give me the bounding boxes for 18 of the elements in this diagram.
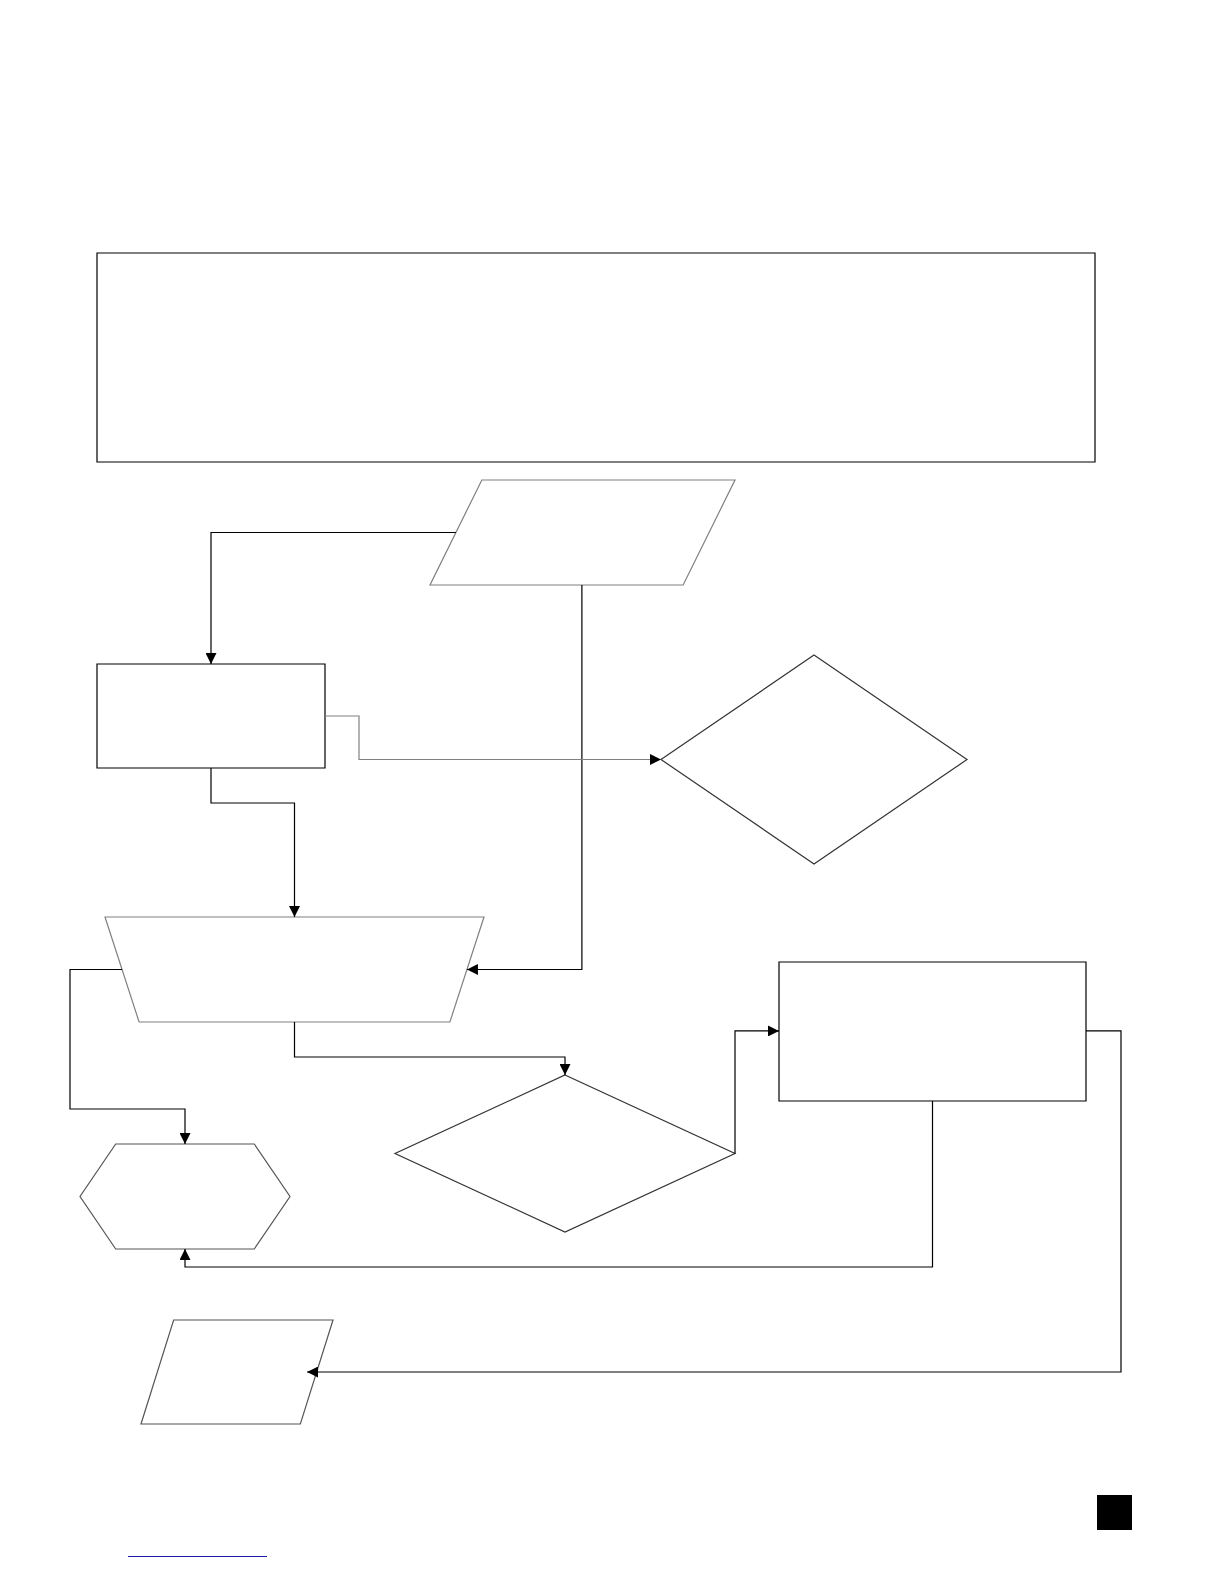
- arrow: [179, 1100, 934, 1268]
- preparation-hexagon: [80, 1144, 290, 1249]
- process-box: [97, 253, 1095, 462]
- manual-operation-shape: [105, 917, 484, 1022]
- process-box: [779, 962, 1086, 1101]
- arrow: [205, 531, 457, 665]
- arrow: [324, 715, 662, 765]
- arrow: [210, 767, 300, 918]
- arrow: [306, 1030, 1122, 1378]
- process-box: [97, 664, 325, 768]
- data-parallelogram: [430, 480, 735, 585]
- decision-diamond: [661, 655, 967, 864]
- arrow: [293, 1021, 571, 1076]
- arrow: [466, 584, 583, 975]
- data-parallelogram: [141, 1320, 333, 1424]
- arrow: [69, 968, 191, 1145]
- decision-diamond: [395, 1075, 735, 1232]
- arrow: [734, 1025, 780, 1155]
